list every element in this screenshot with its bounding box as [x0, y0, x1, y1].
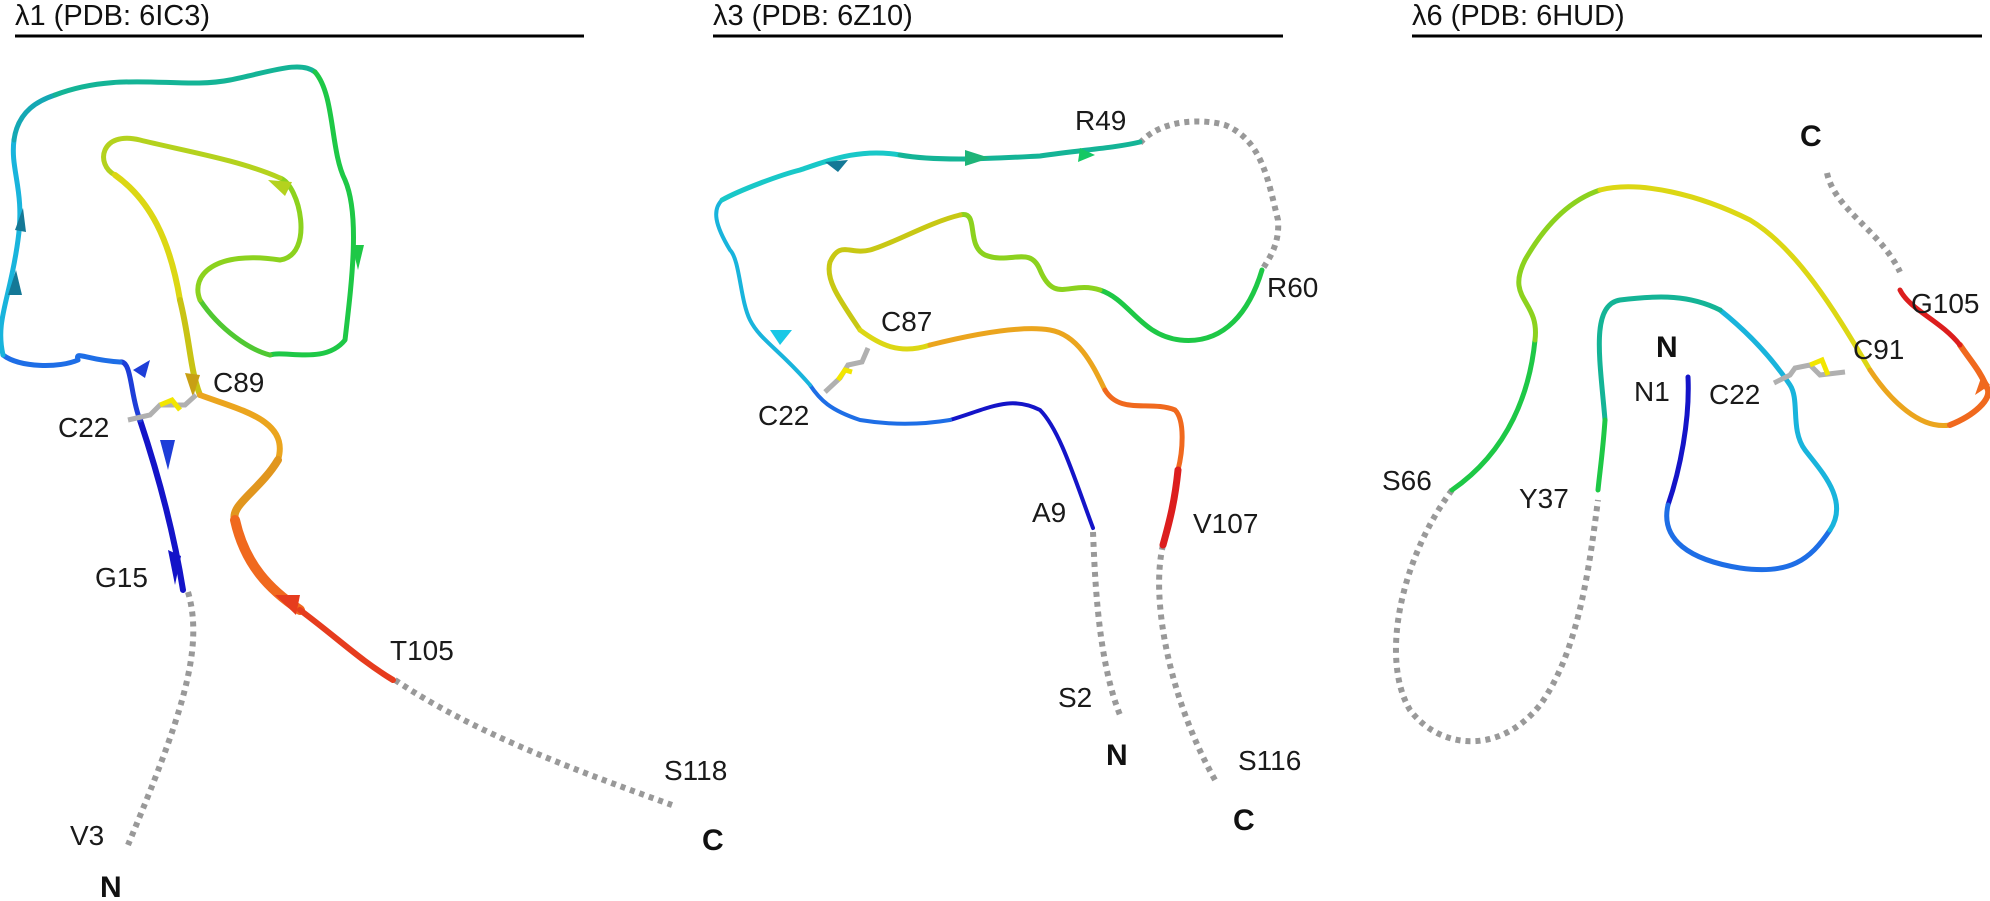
strand-arrow [1975, 375, 1990, 395]
residue-label: Y37 [1519, 483, 1569, 514]
panel-lambda3: λ3 (PDB: 6Z10) R4 [713, 0, 1318, 837]
residue-label: C87 [881, 306, 932, 337]
unresolved-loop-segment [1137, 118, 1282, 272]
residue-label: C89 [213, 367, 264, 398]
strand-arrow-markers [1975, 375, 1990, 395]
n-terminus-label: N [1656, 331, 1678, 364]
strand-arrow [133, 360, 150, 378]
unresolved-c-segment [393, 677, 674, 808]
strand-arrow [185, 373, 200, 397]
residue-label: S2 [1058, 682, 1092, 713]
residue-label: R49 [1075, 105, 1126, 136]
residue-label: A9 [1032, 497, 1066, 528]
residue-label: S118 [664, 755, 727, 786]
strand-arrow [8, 270, 22, 295]
unresolved-n-segment [1090, 531, 1123, 717]
panel-title: λ6 (PDB: 6HUD) [1412, 0, 1625, 32]
residue-label: N1 [1634, 376, 1670, 407]
unresolved-loop-segment [1392, 488, 1601, 745]
unresolved-c-segment [1156, 544, 1218, 782]
ribbon-trace [0, 64, 396, 683]
strand-arrow-markers [770, 148, 1095, 345]
disulfide-bond [127, 393, 198, 423]
ribbon-trace [1449, 184, 1990, 573]
c-terminus-label: C [1800, 120, 1822, 153]
strand-arrow [160, 440, 175, 470]
strand-arrow [268, 180, 292, 196]
strand-arrow [275, 595, 300, 615]
n-terminus-label: N [100, 871, 122, 901]
c-terminus-label: C [702, 824, 724, 857]
disulfide-bond [1772, 356, 1846, 386]
strand-arrow [1078, 148, 1095, 162]
ribbon-trace [714, 139, 1265, 549]
panel-title: λ3 (PDB: 6Z10) [713, 0, 913, 32]
residue-label: C22 [1709, 379, 1760, 410]
strand-arrow [352, 245, 364, 270]
unresolved-n-segment [125, 591, 197, 847]
residue-label: S66 [1382, 465, 1432, 496]
residue-label: V3 [70, 820, 104, 851]
residue-label: S116 [1238, 745, 1301, 776]
panel-title: λ1 (PDB: 6IC3) [15, 0, 210, 32]
strand-arrow-markers [8, 180, 364, 615]
strand-arrow [15, 208, 26, 232]
residue-label: C22 [58, 412, 109, 443]
strand-arrow [965, 150, 990, 166]
residue-label: G105 [1911, 288, 1980, 319]
c-terminus-label: C [1233, 804, 1255, 837]
residue-label: R60 [1267, 272, 1318, 303]
n-terminus-label: N [1106, 739, 1128, 772]
unresolved-c-segment [1824, 172, 1903, 274]
residue-label: C91 [1853, 334, 1904, 365]
residue-label: T105 [390, 635, 454, 666]
disulfide-bond [823, 347, 871, 394]
strand-arrow [825, 160, 848, 172]
residue-label: C22 [758, 400, 809, 431]
strand-arrow [770, 330, 792, 345]
panel-lambda1: λ1 (PDB: 6IC3) [0, 0, 727, 901]
residue-label: G15 [95, 562, 148, 593]
panel-lambda6: λ6 (PDB: 6HUD) G105 C91 N1 C22 S66 [1382, 0, 1990, 745]
residue-label: V107 [1193, 508, 1258, 539]
strand-arrow [168, 550, 181, 585]
